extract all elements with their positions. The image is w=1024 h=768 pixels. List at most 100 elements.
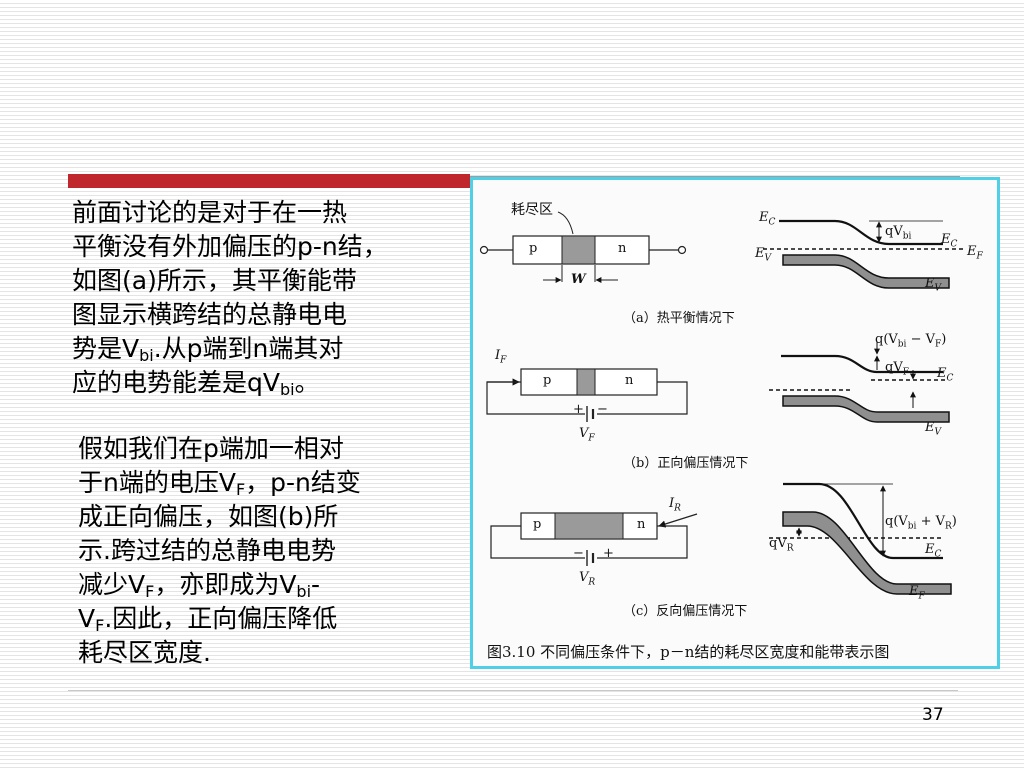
subscript: V	[934, 283, 942, 294]
label-run: V	[579, 426, 589, 441]
text-line: 前面讨论的是对于在一热	[72, 198, 348, 227]
label-run: E	[941, 232, 951, 247]
label-run: E	[967, 244, 977, 259]
label-run: E	[925, 420, 935, 435]
q-vbi-minus-vf-label: q(Vbi − VF)	[875, 332, 946, 350]
ec-label-b: EC	[937, 366, 953, 384]
text-line: 假如我们在p端加一相对	[78, 434, 344, 463]
ef-label-c: EF	[909, 584, 925, 602]
subscript: F	[500, 355, 507, 366]
text-run: .从p端到n端其对	[153, 334, 344, 363]
subscript: bi	[897, 339, 907, 350]
text-run: 势是V	[72, 334, 140, 363]
forward-current-label: IF	[495, 348, 506, 366]
text-run: .因此，正向偏压降低	[104, 604, 338, 633]
subscript: F	[902, 367, 909, 378]
text-run: 应的电势能差是qV	[72, 368, 280, 397]
text-run: 。	[294, 368, 320, 397]
band-diagram-a	[763, 219, 963, 289]
subscript: F	[976, 251, 983, 262]
width-label: W	[571, 272, 586, 287]
subscript: R	[588, 577, 596, 588]
subscript: F	[588, 433, 595, 444]
subscript: bi	[296, 582, 312, 601]
subscript: F	[145, 582, 155, 601]
subscript: F	[934, 339, 942, 350]
label-run: E	[755, 246, 765, 261]
ec-label-left-a: EC	[759, 210, 775, 228]
text-line: 耗尽区宽度.	[78, 638, 211, 667]
text-line: 势是Vbi.从p端到n端其对	[72, 332, 388, 366]
subscript: C	[950, 239, 958, 250]
text-line: 应的电势能差是qVbi。	[72, 366, 388, 400]
page-number: 37	[922, 705, 944, 725]
subscript: R	[786, 543, 794, 554]
band-diagram-c	[769, 482, 952, 595]
qvf-label: qVF	[885, 360, 909, 378]
subscript: V	[934, 427, 942, 438]
subscript: C	[768, 217, 776, 228]
pn-junction-figure: 耗尽区 p n W （a）热平衡情况下 EC EV qVbi EC EF EV …	[470, 177, 1000, 669]
text-line: 于n端的电压VF，p-n结变	[78, 466, 361, 500]
ef-label-a: EF	[967, 244, 983, 262]
subscript: F	[918, 591, 925, 602]
label-run: E	[759, 210, 769, 225]
paragraph-thermal-equilibrium: 前面讨论的是对于在一热 平衡没有外加偏压的p-n结， 如图(a)所示，其平衡能带…	[72, 196, 388, 400]
text-line: 平衡没有外加偏压的p-n结，	[72, 232, 388, 261]
label-run: qV	[885, 224, 903, 239]
text-line: VF.因此，正向偏压降低	[78, 602, 361, 636]
label-run: + V	[916, 514, 945, 529]
subscript: bi	[279, 380, 295, 399]
device-c	[490, 512, 698, 566]
label-run: E	[937, 366, 947, 381]
p-region-label-a: p	[529, 241, 538, 256]
reverse-voltage-label: VR	[579, 570, 595, 588]
subscript: bi	[902, 231, 912, 242]
depletion-region-label: 耗尽区	[511, 202, 553, 218]
figure-caption: 图3.10 不同偏压条件下，p－n结的耗尽区宽度和能带表示图	[487, 643, 890, 661]
label-run: − V	[906, 332, 935, 347]
q-vbi-plus-vr-label: q(Vbi + VR)	[885, 514, 957, 532]
ev-label-b: EV	[925, 420, 941, 438]
label-run: )	[951, 514, 957, 529]
subscript: C	[946, 373, 954, 384]
footer-divider-line	[68, 690, 958, 691]
n-region-label-a: n	[618, 241, 627, 256]
n-region-label-b: n	[625, 373, 634, 388]
reverse-current-label: IR	[669, 496, 681, 514]
plus-sign-c: +	[603, 546, 614, 561]
label-run: V	[579, 570, 589, 585]
minus-sign-c: −	[573, 546, 584, 561]
text-run: 减少V	[78, 570, 146, 599]
label-run: )	[941, 332, 947, 347]
band-diagram-b	[769, 342, 950, 423]
minus-sign-b: −	[597, 402, 608, 417]
label-run: qV	[885, 360, 903, 375]
paragraph-forward-bias: 假如我们在p端加一相对 于n端的电压VF，p-n结变 成正向偏压，如图(b)所 …	[78, 432, 361, 670]
subscript: bi	[139, 346, 154, 365]
ev-label-left-a: EV	[755, 246, 771, 264]
label-run: I	[669, 496, 675, 511]
subscript: V	[764, 253, 772, 264]
p-region-label-c: p	[533, 517, 542, 532]
label-run: qV	[769, 536, 787, 551]
subscript: R	[944, 521, 952, 532]
subscript: R	[674, 503, 681, 514]
text-line: 图显示横跨结的总静电电	[72, 300, 348, 329]
qvbi-label-a: qVbi	[885, 224, 911, 242]
ec-label-c: EC	[925, 542, 941, 560]
n-region-label-c: n	[637, 517, 646, 532]
text-run: -	[311, 570, 321, 599]
figure-drawing	[479, 211, 963, 595]
text-run: 于n端的电压V	[78, 468, 236, 497]
ev-label-right-a: EV	[925, 276, 941, 294]
caption-thermal-equilibrium: （a）热平衡情况下	[623, 311, 735, 326]
device-b	[486, 368, 688, 422]
plus-sign-b: +	[573, 402, 584, 417]
qvr-label: qVR	[769, 536, 794, 554]
text-line: 成正向偏压，如图(b)所	[78, 502, 339, 531]
title-accent-bar	[68, 174, 470, 188]
device-a	[479, 211, 687, 283]
caption-forward-bias: （b）正向偏压情况下	[623, 456, 749, 471]
